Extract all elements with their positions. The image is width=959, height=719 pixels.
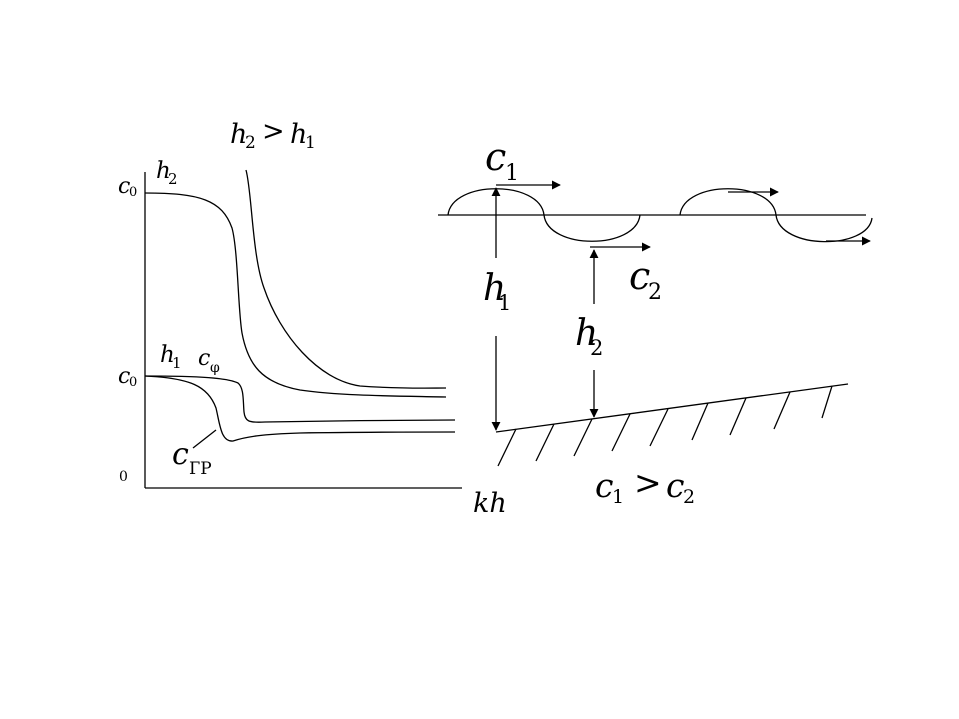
svg-text:>: > — [262, 116, 285, 147]
svg-text:0: 0 — [129, 375, 137, 390]
curve-h2-group — [245, 169, 447, 389]
curve-label-h1: h 1 — [160, 342, 182, 372]
curve-h2-phase — [144, 192, 447, 398]
svg-text:h: h — [156, 158, 171, 184]
svg-text:c: c — [118, 174, 130, 199]
depth-comparison-label: h 2 > h 1 — [230, 116, 316, 153]
svg-text:c: c — [629, 254, 650, 298]
curve-label-h2: h 2 — [156, 158, 178, 188]
svg-text:c: c — [666, 466, 684, 505]
svg-text:c: c — [198, 346, 210, 371]
svg-text:1: 1 — [612, 486, 624, 508]
svg-text:2: 2 — [590, 336, 603, 360]
curve-h1-group — [144, 375, 456, 442]
svg-text:0: 0 — [129, 185, 137, 200]
speed-comparison-label: c 1 > c 2 — [595, 463, 695, 508]
svg-text:h: h — [160, 342, 175, 368]
y-label-zero: 0 — [119, 469, 128, 485]
svg-text:c: c — [172, 437, 189, 472]
svg-text:c: c — [118, 364, 130, 389]
depth-label-h1: h 1 — [483, 268, 511, 315]
speed-label-c1: c 1 — [485, 135, 519, 186]
sea-bed-hatching — [497, 385, 833, 467]
group-speed-leader — [192, 429, 217, 449]
speed-label-c2: c 2 — [629, 254, 662, 305]
svg-text:1: 1 — [498, 291, 511, 315]
svg-text:φ: φ — [210, 360, 220, 376]
svg-text:>: > — [634, 463, 662, 502]
svg-text:2: 2 — [648, 280, 662, 305]
depth-label-h2: h 2 — [575, 313, 603, 360]
svg-text:h: h — [483, 268, 506, 309]
svg-text:h: h — [230, 119, 247, 150]
phase-speed-label: c φ — [198, 346, 220, 376]
svg-text:1: 1 — [305, 133, 316, 153]
wave-profile — [447, 188, 873, 243]
svg-text:h: h — [575, 313, 598, 354]
svg-text:c: c — [485, 135, 506, 179]
dispersion-plot: h 2 > h 1 c 0 c 0 0 h 2 h 1 c — [118, 116, 507, 519]
group-speed-label: c ГР — [172, 437, 212, 479]
y-label-c0-mid: c 0 — [118, 364, 137, 390]
svg-text:h: h — [290, 119, 307, 150]
y-label-c0-top: c 0 — [118, 174, 137, 200]
svg-text:1: 1 — [505, 161, 519, 186]
x-axis-label: kh — [473, 488, 507, 519]
curve-h1-phase — [144, 375, 456, 423]
sea-bed-line — [495, 383, 849, 433]
svg-text:ГР: ГР — [189, 459, 212, 479]
svg-text:1: 1 — [172, 354, 182, 372]
wave-diagram: c 1 c 2 h 1 h 2 c 1 > c 2 — [438, 135, 873, 508]
svg-text:2: 2 — [683, 486, 695, 508]
svg-text:2: 2 — [168, 170, 178, 188]
svg-text:c: c — [595, 466, 613, 505]
svg-text:2: 2 — [245, 133, 256, 153]
